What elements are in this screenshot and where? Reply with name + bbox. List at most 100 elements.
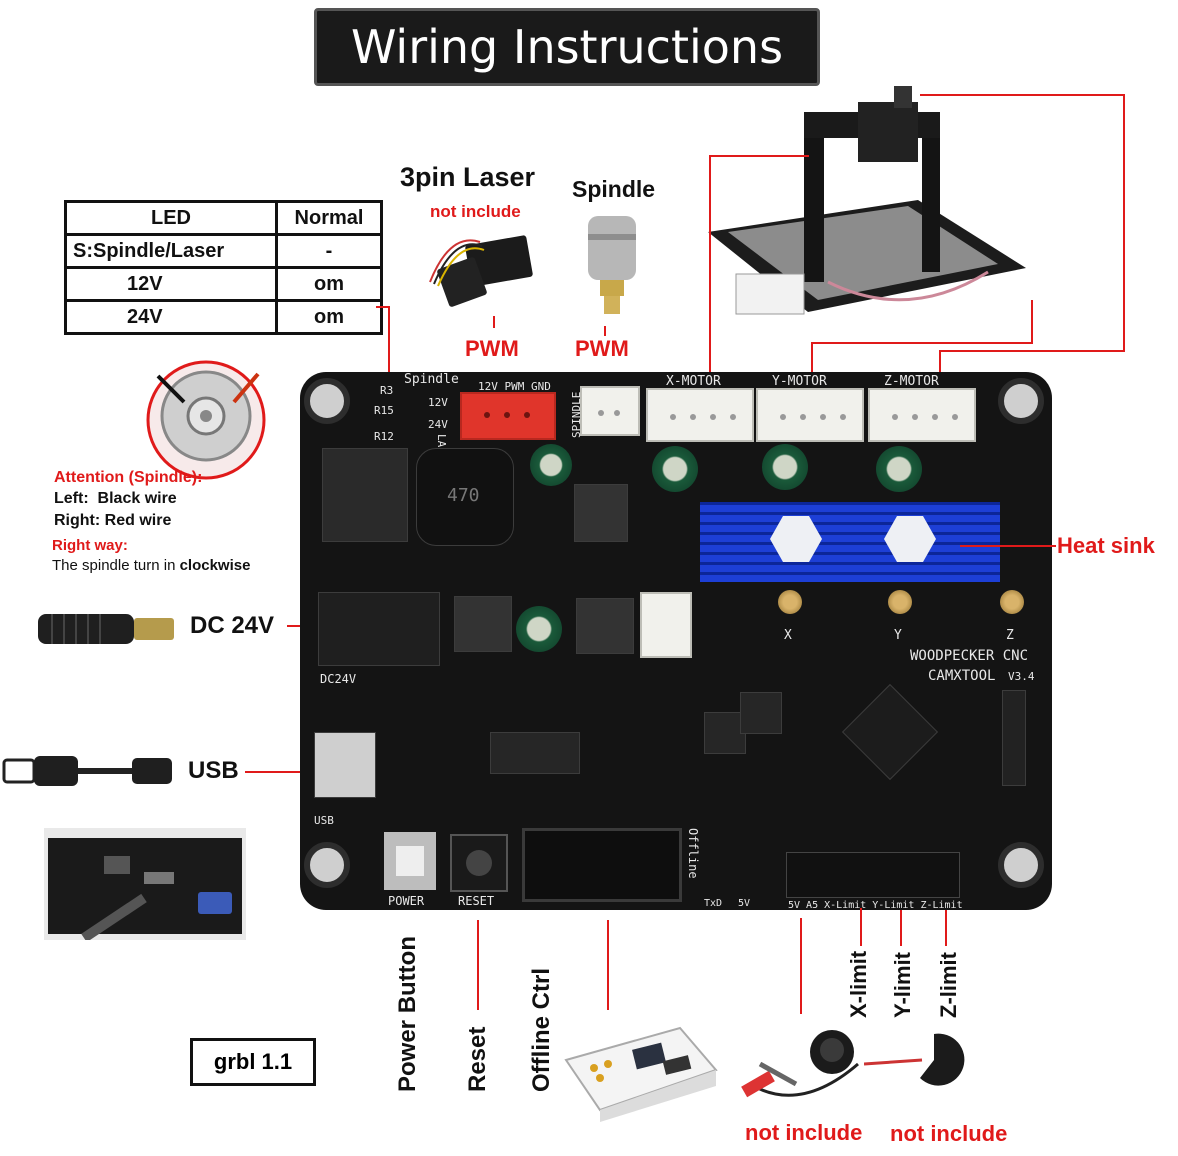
capacitor: [516, 606, 562, 652]
table-header-led: LED: [64, 200, 278, 236]
heat-sink-label: Heat sink: [1057, 533, 1155, 558]
attention-left: Left: Black wire: [54, 490, 177, 507]
power-button-label: Power Button: [394, 936, 421, 1092]
silk-12v: 12V: [428, 396, 448, 409]
silk-reset: RESET: [458, 894, 495, 908]
mosfet: [574, 484, 628, 542]
z-probe-image: [741, 1030, 859, 1098]
cnc-machine-image: [708, 86, 1026, 315]
dc-plug-image: [38, 614, 174, 644]
trimmer-pot: [888, 590, 912, 614]
silk-z-motor: Z-MOTOR: [884, 374, 939, 389]
reset-button[interactable]: [450, 834, 508, 892]
laser-pwm-label: PWM: [465, 336, 519, 361]
silk-pwm-pins: 12V PWM GND: [478, 380, 551, 393]
table-row: S:Spindle/Laser -: [64, 233, 383, 269]
controller-board: Spindle R3 R15 R12 12V 24V 12V PWM GND L…: [300, 372, 1052, 911]
driver-chip: [740, 692, 782, 734]
mounting-hole: [998, 378, 1044, 424]
silk-brand: WOODPECKER CNC: [910, 648, 1029, 664]
x-motor-connector: [646, 388, 754, 442]
table-cell: 12V: [64, 266, 278, 302]
aux-connector: [640, 592, 692, 658]
silk-y-motor: Y-MOTOR: [772, 374, 827, 389]
table-header-normal: Normal: [275, 200, 383, 236]
spindle-label: Spindle: [572, 176, 656, 202]
capacitor: [762, 444, 808, 490]
y-limit-label: Y-limit: [890, 951, 915, 1018]
spindle-wire-closeup-image: [146, 360, 266, 480]
led-status-table: LED Normal S:Spindle/Laser - 12V om 24V …: [64, 200, 383, 335]
usb-port: [314, 732, 376, 798]
table-row: 12V om: [64, 266, 383, 302]
silk-power: POWER: [388, 894, 425, 908]
power-switch[interactable]: [384, 832, 436, 890]
microcontroller: [841, 683, 939, 781]
mounting-hole: [304, 842, 350, 888]
silk-x-motor: X-MOTOR: [666, 374, 721, 389]
table-row: LED Normal: [64, 200, 383, 236]
limit-switch-image: [864, 1033, 965, 1086]
y-motor-connector: [756, 388, 864, 442]
heat-sink: [700, 502, 1000, 582]
capacitor: [876, 446, 922, 492]
attention-right: Right: Red wire: [54, 512, 172, 529]
trimmer-pot: [1000, 590, 1024, 614]
silk-r15: R15: [374, 404, 394, 417]
mounting-hole: [304, 378, 350, 424]
z-motor-connector: [868, 388, 976, 442]
laser-label: 3pin Laser: [400, 162, 536, 192]
driver-chip: [704, 712, 746, 754]
silk-txd: TxD: [704, 898, 723, 909]
silk-spindle-led: Spindle: [404, 372, 459, 387]
mosfet: [576, 598, 634, 654]
silk-limits: 5V A5 X-Limit Y-Limit Z-Limit: [788, 900, 963, 911]
silk-y: Y: [894, 628, 902, 643]
right-way-heading: Right way:: [52, 537, 128, 554]
usb-serial-chip: [490, 732, 580, 774]
z-limit-label: Z-limit: [936, 952, 961, 1018]
table-cell: om: [275, 299, 383, 335]
voltage-regulator: [322, 448, 408, 542]
table-cell: S:Spindle/Laser: [64, 233, 278, 269]
inductor: 470: [416, 448, 514, 546]
usb-label: USB: [188, 757, 239, 784]
dc-24v-label: DC 24V: [190, 612, 275, 639]
trimmer-pot: [778, 590, 802, 614]
laptop-usb-port-image: [44, 828, 246, 940]
grbl-version-box: grbl 1.1: [190, 1038, 316, 1086]
table-cell: 24V: [64, 299, 278, 335]
silk-usb: USB: [314, 814, 334, 827]
silk-model: CAMXTOOL: [928, 668, 996, 684]
capacitor: [652, 446, 698, 492]
right-way-text: The spindle turn in clockwise: [52, 557, 251, 574]
page-title: Wiring Instructions: [314, 8, 820, 86]
spindle-pwm-label: PWM: [575, 336, 629, 361]
attention-heading: Attention (Spindle):: [54, 469, 203, 486]
table-row: 24V om: [64, 299, 383, 335]
mosfet: [454, 596, 512, 652]
laser-connector: [460, 392, 556, 440]
thermal-pad: [770, 516, 822, 562]
thermal-pad: [884, 516, 936, 562]
offline-ctrl-connector: [522, 828, 682, 902]
silk-version: V3.4: [1008, 670, 1035, 683]
x-limit-label: X-limit: [846, 950, 871, 1018]
silk-r3: R3: [380, 384, 394, 397]
silk-24v: 24V: [428, 418, 448, 431]
silk-5v: 5V: [738, 898, 751, 909]
laser-module-image: [429, 235, 533, 307]
table-cell: -: [275, 233, 383, 269]
silk-offline: Offline: [686, 828, 700, 879]
mounting-hole: [998, 842, 1044, 888]
spindle-motor-image: [588, 216, 636, 314]
header-strip: [1002, 690, 1026, 786]
offline-controller-image: [564, 1026, 718, 1122]
laser-not-include: not include: [430, 202, 521, 221]
silk-x: X: [784, 628, 792, 643]
usb-cable-image: [2, 756, 172, 786]
silk-z: Z: [1006, 628, 1014, 643]
spindle-connector: [580, 386, 640, 436]
silk-dc24v: DC24V: [320, 672, 357, 686]
table-cell: om: [275, 266, 383, 302]
